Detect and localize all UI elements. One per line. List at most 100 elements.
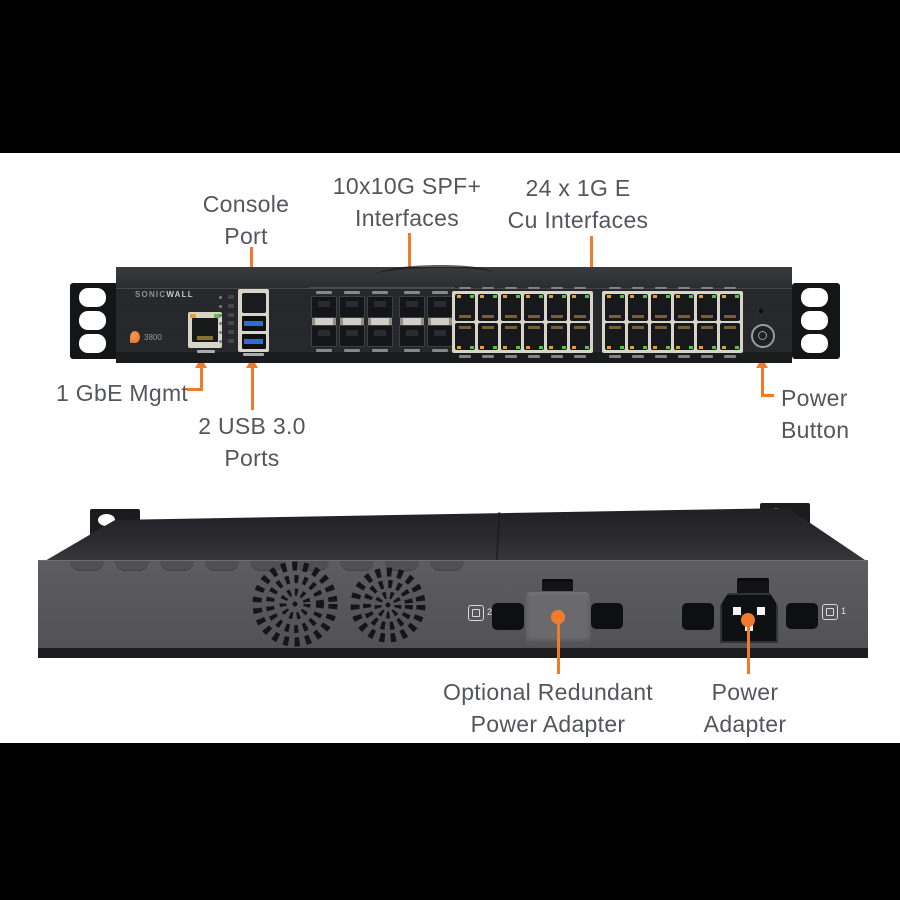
- rj45-led-amber: [675, 295, 680, 298]
- rj45-port: [605, 294, 625, 321]
- brand-wall-text: WALL: [166, 290, 194, 299]
- rj45-port: [651, 294, 671, 321]
- power-leader-arrow: [756, 358, 768, 368]
- rj45-port: [720, 323, 740, 350]
- rj45-led-green: [688, 346, 693, 349]
- vent-scallop: [250, 561, 284, 571]
- rj45-port: [674, 294, 694, 321]
- rj45-led-amber: [652, 346, 657, 349]
- callout-sfp-interfaces: 10x10G SPF+ Interfaces: [323, 170, 491, 234]
- led-row-icon: [219, 304, 222, 308]
- redundant-label-line2: Power Adapter: [470, 711, 626, 737]
- rj45-pins: [632, 326, 644, 329]
- psu1-plug-icon: [822, 604, 838, 620]
- rj45-led-amber: [525, 295, 530, 298]
- ear-mount-hole: [79, 334, 106, 353]
- latch-slot-2: [591, 603, 623, 629]
- sfp-micro-label: [404, 349, 420, 352]
- rj45-led-amber: [629, 346, 634, 349]
- rj45-port: [570, 294, 590, 321]
- mgmt-port-pins: [197, 336, 213, 340]
- rj45-led-green: [642, 295, 647, 298]
- rj45-pins: [632, 315, 644, 318]
- rear-chassis-top-surface: [38, 508, 868, 565]
- rj45-micro-label: [701, 286, 713, 289]
- sfp-micro-label: [316, 349, 332, 352]
- rj45-port: [455, 294, 475, 321]
- power-adapter-label-line2: Adapter: [703, 711, 787, 737]
- led-indicator: [228, 330, 234, 335]
- rj45-led-amber: [606, 295, 611, 298]
- rj45-led-amber: [652, 295, 657, 298]
- inlet-pin-left: [733, 607, 741, 615]
- sfp-latch-bar: [400, 318, 424, 325]
- sfp-label-line1: 10x10G SPF+: [332, 173, 482, 199]
- rj45-led-amber: [456, 295, 461, 298]
- rj45-led-amber: [675, 346, 680, 349]
- led-indicator: [228, 295, 234, 299]
- rj45-micro-label: [482, 286, 494, 289]
- redundant-leader-line: [557, 620, 560, 674]
- rj45-port: [524, 323, 544, 350]
- psu2-number: 2: [487, 607, 493, 617]
- ear-mount-hole: [801, 311, 828, 330]
- led-row-icon: [219, 313, 222, 317]
- rj45-port: [674, 323, 694, 350]
- rj45-micro-label: [609, 286, 621, 289]
- sfp-connector-slot: [406, 301, 418, 307]
- sfp-cage: [399, 296, 425, 318]
- rj45-led-green: [642, 346, 647, 349]
- top-black-band: [0, 0, 900, 153]
- sfp-section-line: [309, 287, 455, 289]
- rj45-led-amber: [525, 346, 530, 349]
- rj45-led-amber: [571, 295, 576, 298]
- rj45-led-amber: [698, 295, 703, 298]
- ear-mount-hole: [79, 288, 106, 307]
- sfp-latch-bar: [368, 318, 392, 325]
- led-row-icon: [219, 322, 222, 326]
- usb3-port: [241, 315, 266, 331]
- sfp-connector-slot: [406, 330, 418, 336]
- console-label-line1: Console: [202, 191, 290, 217]
- latch-slot-3: [682, 603, 714, 630]
- brand-sonic-text: SONIC: [135, 290, 167, 299]
- rj45-port: [547, 323, 567, 350]
- fan-grille: [350, 567, 426, 643]
- rj45-pins: [505, 315, 517, 318]
- sfp-cage: [339, 296, 365, 318]
- rj45-port: [628, 294, 648, 321]
- led-indicator: [228, 303, 234, 308]
- rj45-micro-label: [505, 286, 517, 289]
- rj45-port: [697, 294, 717, 321]
- front-rack-ear-left: [70, 283, 118, 359]
- rj45-led-green: [469, 346, 474, 349]
- sfp-latch-bar: [312, 318, 336, 325]
- sfp-connector-slot: [374, 330, 386, 336]
- front-chassis-bottom-edge: [116, 352, 792, 363]
- callout-console-port: Console Port: [176, 188, 316, 252]
- mgmt-led-amber: [190, 313, 196, 318]
- sfp-latch-bar: [428, 318, 452, 325]
- sfp-cage: [311, 296, 337, 318]
- mgmt-leader-horizontal: [187, 388, 203, 391]
- rj45-micro-label: [528, 355, 540, 358]
- latch-slot-4: [786, 603, 818, 629]
- cu-label-line1: 24 x 1G E: [525, 175, 631, 201]
- rj45-led-green: [584, 295, 589, 298]
- sfp-micro-label: [372, 291, 388, 294]
- front-rack-ear-right: [792, 283, 840, 359]
- led-indicator: [228, 312, 234, 317]
- rj45-led-green: [619, 346, 624, 349]
- rj45-micro-label: [551, 286, 563, 289]
- sfp-connector-slot: [318, 330, 330, 336]
- rj45-led-amber: [502, 346, 507, 349]
- rj45-pins: [574, 315, 586, 318]
- sfp-latch-bar: [340, 318, 364, 325]
- psu1-plug-glyph: [826, 608, 834, 616]
- vent-scallop: [115, 561, 149, 571]
- rj45-pins: [701, 326, 713, 329]
- brand-logo: SONICWALL: [135, 290, 194, 299]
- rj45-led-green: [734, 295, 739, 298]
- rj45-led-green: [619, 295, 624, 298]
